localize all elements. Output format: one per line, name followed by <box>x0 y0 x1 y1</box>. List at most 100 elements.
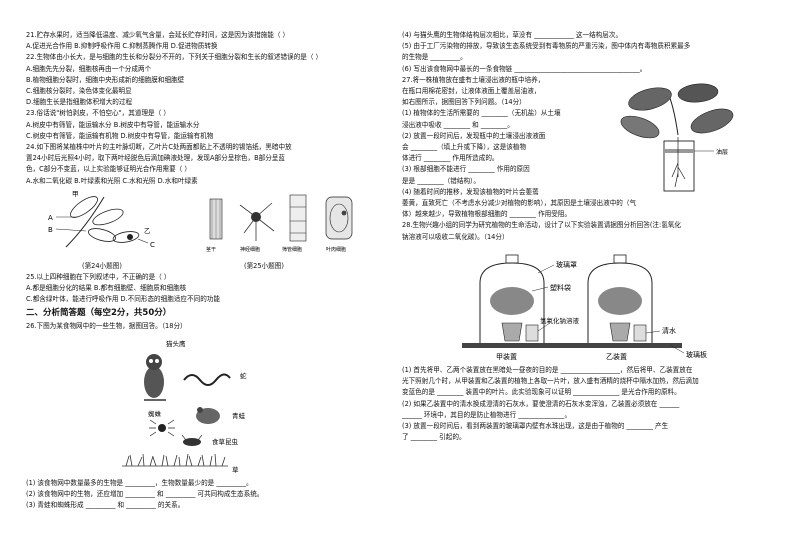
q21-line: 21.贮存水果时，适当降低温度、减少氧气含量，会延长贮存时间，这是因为该措施能（… <box>26 31 290 39</box>
q27-line: 萎黄，直致死亡（不考虑水分减少对植物的影响），其原因是土壤浸出液中的（气 <box>402 199 637 208</box>
q27-line: 27.将一株植物放在盛有土壤浸出液的瓶中培养， <box>402 75 545 84</box>
food-web-label: 食草昆虫 <box>212 437 239 446</box>
question-24: 24.如下图将某植株中叶片的主叶脉切断，乙叶片C处两面都贴上不透明的锡箔纸，黑暗… <box>26 142 398 187</box>
apparatus-label: 氢氧化钠溶液 <box>540 316 580 325</box>
q27-line: 体进行 ________ 作用所造成的。 <box>402 154 499 163</box>
q27-line: 如右图所示，据图回答下列问题。（14分） <box>402 98 526 107</box>
fig24-caption: (第24小题图) <box>82 262 122 271</box>
fig25-caption: (第25小题图) <box>244 262 284 271</box>
owl-icon <box>144 353 166 401</box>
fig24-label: 乙 <box>144 227 151 235</box>
q28-item: (2) 如果乙装置中的清水换成澄清的石灰水，要使澄清的石灰水变浑浊，乙装置必须放… <box>402 399 680 408</box>
q27-line: (2) 放置一段时间后，发现瓶中的土壤浸出液液面 <box>402 131 546 140</box>
leaf-figure: 甲 A B 乙 C <box>48 190 155 249</box>
question-28: 28.生物兴趣小组的同学为研究植物的生命活动，设计了以下实验装置请据图分析回答(… <box>402 220 770 242</box>
food-web-label: 猫头鹰 <box>166 339 186 348</box>
q23-line: 23.俗话说"树怕剥皮，不怕空心"，其道理是（ ） <box>26 109 170 118</box>
fig24-label: 甲 <box>72 190 79 198</box>
q28-item: 变蓝色的是 ________ 装置中的叶片。此实验现象可以证明 ________… <box>402 388 681 397</box>
left-column: 21.贮存水果时，适当降低温度、减少氧气含量，会延长贮存时间，这是因为该措施能（… <box>26 30 398 512</box>
q26-item: (1) 该食物网中数量最多的生物是 _________，生物数量最少的是 ___… <box>26 479 253 488</box>
q28-item: 了 ________ 引起的。 <box>402 433 466 442</box>
jar-icon <box>663 136 714 192</box>
q22-line: B.植物细胞分裂时，细胞中央形成新的细胞膜和细胞壁 <box>26 75 185 84</box>
right-column: (4) 与猫头鹰的生物体结构层次相比，草没有 ____________ 这一结构… <box>402 30 770 443</box>
apparatus-label: 甲装置 <box>496 352 517 361</box>
food-web-label: 草 <box>232 465 239 474</box>
q27-line: 体）越来越少，导致植物根部细胞的 ________ 作用受阻。 <box>402 210 572 219</box>
q25-line: C.都含绿叶体，能进行呼吸作用 D.不同形态的细胞适应不同的功能 <box>26 295 220 304</box>
q24-line: A.水和二氧化碳 B.叶绿素和光照 C.水和光照 D.水和叶绿素 <box>26 176 198 185</box>
q26-item: (2) 该食物网中的生物，还应增加 _________ 和 _________ … <box>26 490 264 499</box>
q27-line: 会 ________（填上升或下降），这是该植物 <box>402 143 527 152</box>
food-web-label: 青蛙 <box>232 411 246 420</box>
q28-item: (3) 放置一段时间后，看到两装置的玻璃罩内壁有水珠出现，这是由于植物的 ___… <box>402 422 669 431</box>
q22-line: A.细胞先先分裂，细胞核再由一个分成两个 <box>26 64 152 73</box>
plant-jar-figure: 油层 <box>620 83 734 192</box>
bell-jar-b <box>587 254 653 343</box>
snake-icon <box>183 373 231 386</box>
q26-item: (3) 青蛙和蜘蛛形成 _________ 和 _________ 的关系。 <box>26 501 185 510</box>
q27-line: (3) 根部细胞不能进行 ________ 作用的原因 <box>402 165 530 174</box>
q25-line: 25.以上四种细胞在下列叙述中，不正确的是（ ） <box>26 273 171 282</box>
spider-icon <box>149 419 175 437</box>
plant-leaves-icon <box>620 83 734 138</box>
q28-line: 28.生物兴趣小组的同学为研究植物的生命活动，设计了以下实验装置请据图分析回答(… <box>402 221 682 230</box>
food-web-label: 蛇 <box>240 371 247 380</box>
apparatus-label: 塑料袋 <box>550 283 571 292</box>
fig25-label: 叶肉细胞 <box>326 246 346 253</box>
q26-item: 的生物是 _________。 <box>402 53 467 62</box>
glass-plate <box>462 342 682 348</box>
frog-icon <box>196 406 220 424</box>
question-26-continued: (4) 与猫头鹰的生物体结构层次相比，草没有 ____________ 这一结构… <box>402 30 770 75</box>
q27-line: (4) 随着时间的推移，发现该植物的叶片会萎蔫 <box>402 187 539 196</box>
q27-line: 在瓶口用棉花密封，让液体液面上覆盖层油液， <box>402 87 541 96</box>
q24-line: 24.如下图将某植株中叶片的主叶脉切断，乙叶片C处两面都贴上不透明的锡箔纸，黑暗… <box>26 143 292 152</box>
fig25-label: 神经细胞 <box>240 246 260 253</box>
q26-item: (5) 由于工厂污染物的排放，导致该生态系统受到有毒物质的严重污染，图中体内有毒… <box>402 42 691 51</box>
fig24-label: B <box>48 226 53 234</box>
question-27: 27.将一株植物放在盛有土壤浸出液的瓶中培养， 在瓶口用棉花密封，让液体液面上覆… <box>402 75 770 221</box>
q26-intro: 26.下图为某食物网中的一些生物，据图回答。（18分） <box>26 321 187 330</box>
q28-item: 光下照射几个时，从甲装置和乙装置的植物上各取一片叶，放入盛有酒精的烧杯中隔水加热… <box>402 377 699 386</box>
fig24-label: C <box>150 241 155 249</box>
q28-line: 钠溶液可以吸收二氧化碳)。（14分） <box>402 232 509 241</box>
question-26-items: (1) 该食物网中数量最多的生物是 _________，生物数量最少的是 ___… <box>26 478 398 512</box>
question-28-items: (1) 首先将甲、乙两个装置放在黑暗处一昼夜的目的是 _____________… <box>402 365 770 443</box>
question-21: 21.贮存水果时，适当降低温度、减少氧气含量，会延长贮存时间，这是因为该措施能（… <box>26 30 398 52</box>
q28-item: (1) 首先将甲、乙两个装置放在黑暗处一昼夜的目的是 _____________… <box>402 366 693 375</box>
q22-line: 22.生物体由小长大，是与细胞的生长和分裂分不开的，下列关于细胞分裂和生长的叙述… <box>26 53 323 62</box>
q27-line: 是是 ________（错结构）。 <box>402 176 480 185</box>
q21-line: A.促进光合作用 B.抑制呼吸作用 C.抑制蒸腾作用 D.促进物质转换 <box>26 42 218 51</box>
bell-jar-a <box>479 254 545 343</box>
fig24-label: A <box>48 214 53 222</box>
q22-line: C.细胞核分裂时，染色体变化最明显 <box>26 87 132 96</box>
oil-layer-label: 油层 <box>716 148 728 156</box>
q24-line: 色，C部分不变蓝，以上实验能够证明光合作用需要（ ） <box>26 165 191 174</box>
fig25-label: 茎干 <box>206 246 216 253</box>
q25-line: A.都是细胞分化的结果 B.都有细胞壁、细胞质和细胞核 <box>26 284 187 293</box>
apparatus-figure: 玻璃罩 塑料袋 氢氧化钠溶液 清水 玻璃板 甲装置 乙装置 <box>462 254 707 361</box>
food-web-figure: 猫头鹰 蛇 蜘蛛 青蛙 食草昆虫 草 <box>122 339 247 474</box>
q24-line: 置24小时后光照4小时，取下两叶经脱色后滴加碘液处理，发现A部分呈棕色，B部分呈… <box>26 154 285 163</box>
q28-item: ______ 环境中，其目的是防止植物进行 ______________。 <box>402 410 572 419</box>
insect-icon <box>181 434 203 446</box>
food-web-label: 蜘蛛 <box>148 409 162 418</box>
figure-captions: (第24小题图) (第25小题图) <box>26 261 398 272</box>
question-22: 22.生物体由小长大，是与细胞的生长和分裂分不开的，下列关于细胞分裂和生长的叙述… <box>26 52 398 108</box>
q26-item: (4) 与猫头鹰的生物体结构层次相比，草没有 ____________ 这一结构… <box>402 31 623 39</box>
q22-line: D.细胞生长是指细胞体积增大的过程 <box>26 98 133 107</box>
grass-icon <box>122 453 228 467</box>
apparatus-label: 玻璃板 <box>686 350 707 359</box>
apparatus-label: 乙装置 <box>606 352 627 361</box>
question-25: 25.以上四种细胞在下列叙述中，不正确的是（ ） A.都是细胞分化的结果 B.都… <box>26 272 398 306</box>
q23-line: C.树皮中有筛管，能运输有机物 D.树皮中有导管，能运输有机物 <box>26 131 214 140</box>
q27-line: (1) 植物体的生活所需要的 ________（无机盐）从土壤 <box>402 109 561 118</box>
section-heading: 二、分析简答题（每空2分，共50分） <box>26 307 172 318</box>
q27-line: 浸出液中吸收 ________ 和 ________。 <box>402 120 514 129</box>
cells-figure: 茎干 神经细胞 筛管细胞 叶肉细胞 <box>206 194 353 253</box>
q23-line: A.树皮中有筛管，能运输水分 B.树皮中有导管，能运输水分 <box>26 120 200 129</box>
fig25-label: 筛管细胞 <box>282 246 302 253</box>
apparatus-label: 清水 <box>662 326 676 335</box>
q26-item: (6) 写出该食物网中最长的一条食物链 ____________________… <box>402 64 647 73</box>
